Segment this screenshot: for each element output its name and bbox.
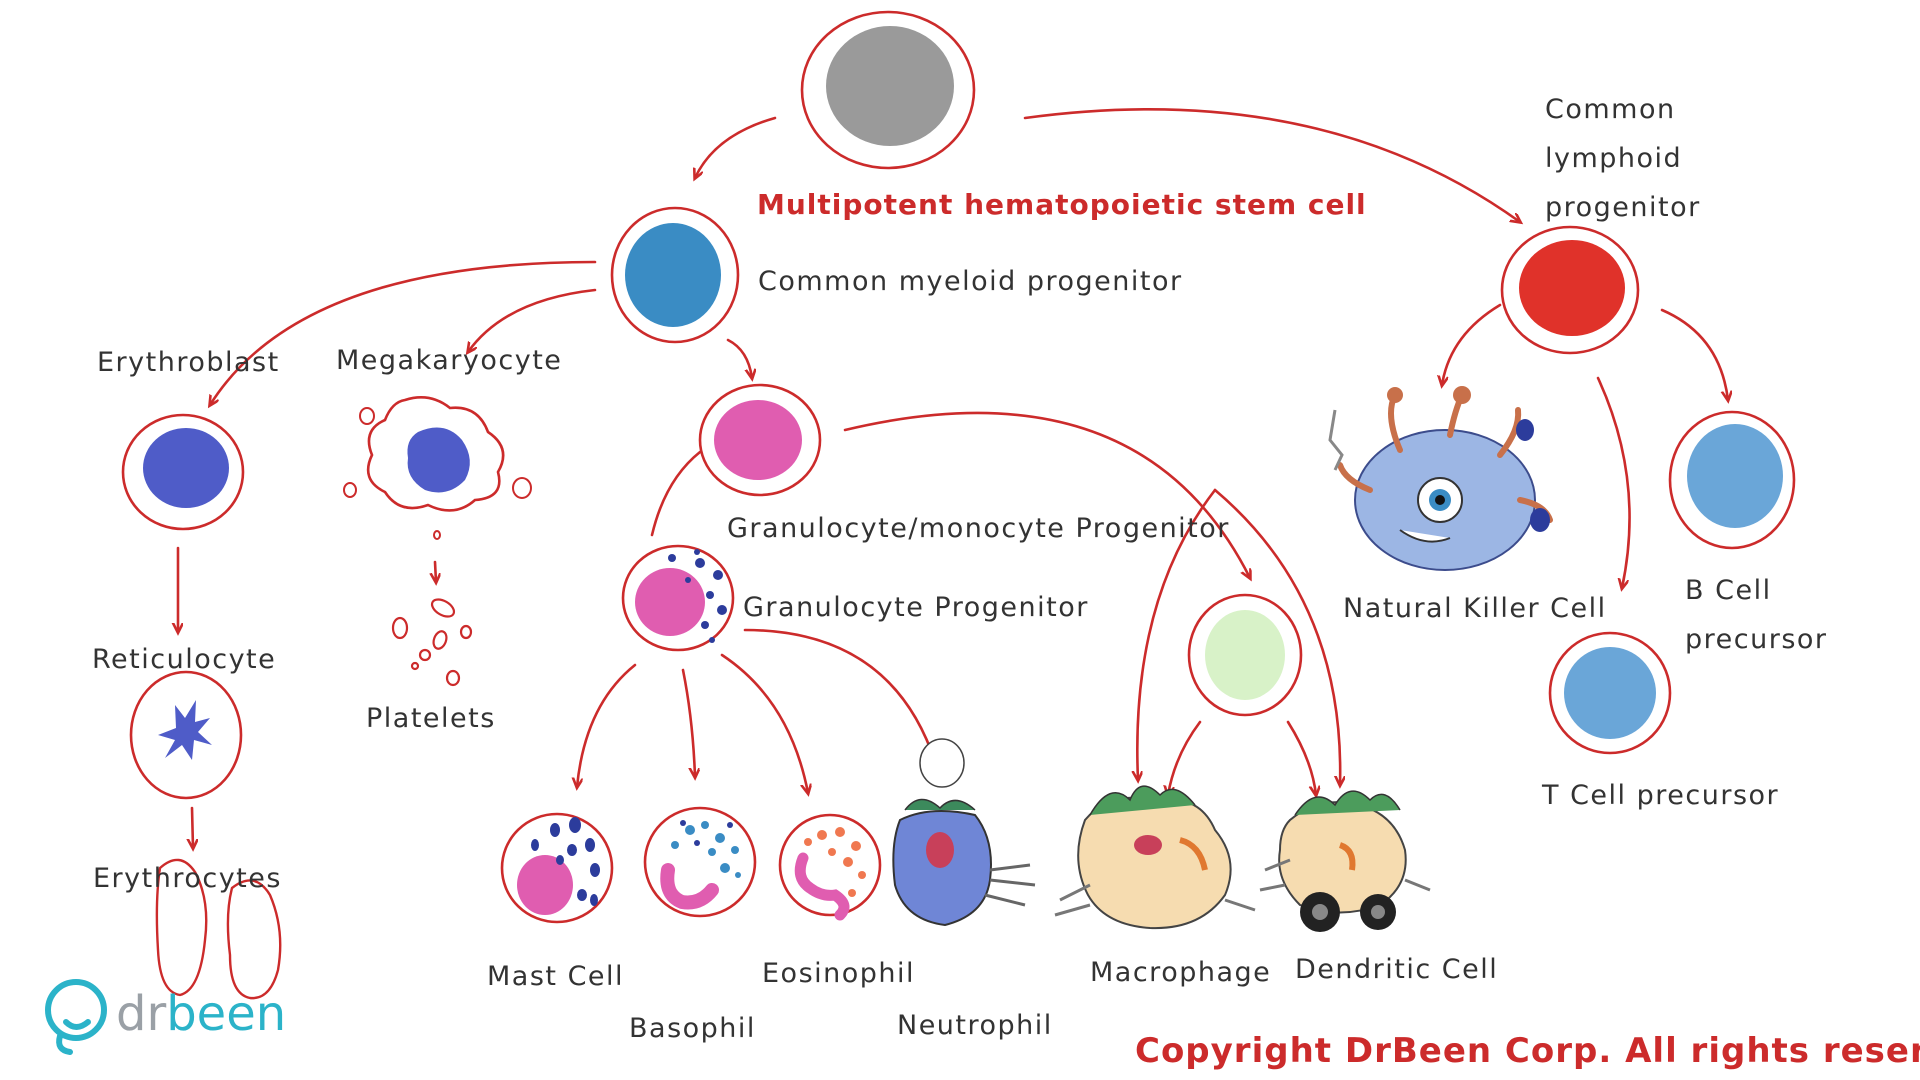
monocyte-nucleus <box>1205 610 1285 700</box>
arrow-granulocyte-to-basophil <box>681 668 695 777</box>
arrow-monocyte-to-dendritic <box>1286 720 1316 795</box>
erythroblast-label: Erythroblast <box>97 347 280 378</box>
drbeen-logo: drbeen <box>45 979 286 1055</box>
svg-text:drbeen: drbeen <box>116 986 286 1042</box>
mast-cell <box>500 812 614 924</box>
logo-text-dr: dr <box>116 986 166 1042</box>
arrow-lymphoid-to-b <box>1660 308 1728 400</box>
neutrophil-label: Neutrophil <box>897 1010 1053 1041</box>
lymphoid-nucleus <box>1519 240 1625 336</box>
granulocyte-monocyte-progenitor-cell <box>698 383 822 497</box>
dendritic-cell <box>1259 790 1431 932</box>
natural-killer-cell-label: Natural Killer Cell <box>1343 593 1607 624</box>
stem-cell-nucleus <box>826 26 954 146</box>
erythroblast-nucleus <box>143 428 229 508</box>
b-cell-precursor-label-1: B Cell <box>1685 575 1772 606</box>
reticulocyte-reticulum <box>158 700 212 760</box>
arrow-granulocyte-to-neutrophil <box>743 628 940 778</box>
granulocyte-progenitor-label: Granulocyte Progenitor <box>743 592 1089 623</box>
b-cell-nucleus <box>1687 424 1783 528</box>
b-cell-precursor-label-2: precursor <box>1685 624 1828 655</box>
erythrocytes <box>155 858 282 1000</box>
arrow-reticulocyte-to-erythrocytes <box>192 806 193 848</box>
mast-cell-label: Mast Cell <box>487 961 624 992</box>
stem-cell <box>800 10 976 170</box>
arrow-lymphoid-to-nk <box>1442 303 1502 385</box>
platelets <box>391 598 473 687</box>
common-lymphoid-label-3: progenitor <box>1545 192 1701 223</box>
arrow-myeloid-to-megakaryocyte <box>468 288 597 352</box>
common-lymphoid-label-2: lymphoid <box>1545 143 1682 174</box>
t-cell-nucleus <box>1564 647 1656 739</box>
arrow-gm-to-granulocyte <box>650 450 702 537</box>
megakaryocyte-cell <box>343 396 532 540</box>
platelets-label: Platelets <box>366 703 496 734</box>
copyright-text: Copyright DrBeen Corp. All rights reserv… <box>1135 1031 1920 1071</box>
basophil-cell <box>643 806 757 918</box>
granulocyte-granules <box>668 549 727 643</box>
erythroblast-cell <box>121 413 245 531</box>
natural-killer-cell <box>1328 386 1553 571</box>
arrow-stem-to-myeloid <box>695 116 777 178</box>
basophil-label: Basophil <box>629 1013 756 1044</box>
myeloid-nucleus <box>625 223 721 327</box>
arrow-myeloid-to-erythroblast <box>210 260 597 405</box>
megakaryocyte-label: Megakaryocyte <box>336 345 562 376</box>
arrow-monocyte-to-macrophage <box>1168 720 1202 795</box>
logo-text-been: been <box>166 986 286 1042</box>
t-cell-precursor-label: T Cell precursor <box>1541 780 1779 811</box>
gm-nucleus <box>714 400 802 480</box>
arrow-stem-to-lymphoid <box>1023 108 1520 222</box>
granulocyte-monocyte-progenitor-label: Granulocyte/monocyte Progenitor <box>727 513 1230 544</box>
eosinophil-label: Eosinophil <box>762 958 915 989</box>
stethoscope-icon <box>45 979 107 1055</box>
reticulocyte-label: Reticulocyte <box>92 644 276 675</box>
common-myeloid-progenitor-cell <box>610 206 740 344</box>
arrow-granulocyte-to-eosinophil <box>720 653 808 793</box>
stem-cell-label: Multipotent hematopoietic stem cell <box>757 188 1367 221</box>
eosinophil-cell <box>778 813 882 921</box>
dendritic-cell-label: Dendritic Cell <box>1295 954 1498 985</box>
b-cell-precursor-cell <box>1668 410 1796 550</box>
arrow-lymphoid-to-t <box>1596 376 1631 588</box>
arrow-gm-to-macrophage-direct <box>1137 488 1217 780</box>
labels: Multipotent hematopoietic stem cell Comm… <box>92 94 1828 1044</box>
erythrocytes-label: Erythrocytes <box>93 863 282 894</box>
macrophage-cell <box>1054 785 1256 930</box>
arrow-granulocyte-to-mast <box>577 663 637 787</box>
megakaryocyte-nucleus <box>407 427 470 493</box>
lineage-arrows <box>178 108 1728 848</box>
common-lymphoid-label-1: Common <box>1545 94 1676 125</box>
reticulocyte-cell <box>129 670 243 800</box>
t-cell-precursor-cell <box>1548 631 1672 755</box>
granulocyte-progenitor-cell <box>621 544 735 652</box>
common-myeloid-progenitor-label: Common myeloid progenitor <box>758 266 1183 297</box>
monocyte-cell <box>1187 593 1303 717</box>
arrow-gm-to-dendritic <box>1213 488 1340 785</box>
neutrophil-cell <box>892 738 1036 927</box>
macrophage-label: Macrophage <box>1090 957 1271 988</box>
arrow-myeloid-to-gm-progenitor <box>726 338 752 378</box>
arrow-megakaryocyte-to-platelets <box>435 560 436 582</box>
common-lymphoid-progenitor-cell <box>1500 225 1640 355</box>
arrow-gm-to-monocyte <box>843 411 1250 578</box>
